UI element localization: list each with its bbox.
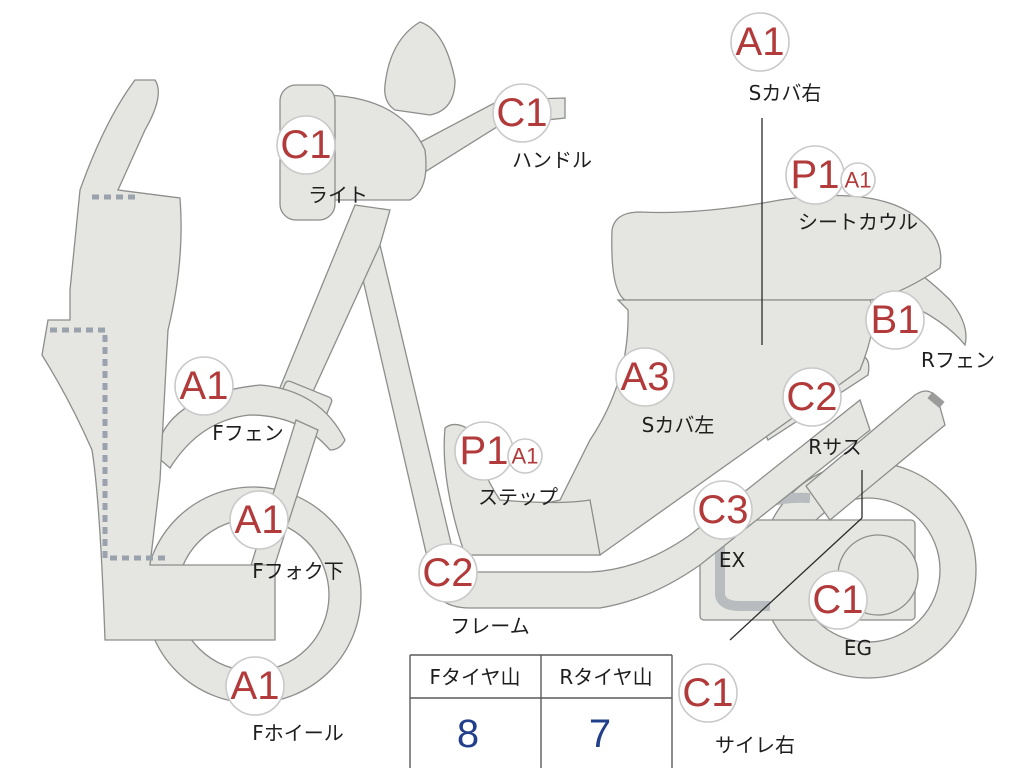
label-exhaust: EX — [719, 548, 746, 572]
label-side-cover-right: Sカバ右 — [749, 81, 822, 105]
grade-badge-exhaust: C3 — [693, 480, 753, 540]
grade-text-front-fender: A1 — [180, 364, 229, 408]
grade-text-front-fork-lower: A1 — [235, 498, 284, 542]
grade-text-seat-cowl: P1 — [791, 153, 840, 197]
grade-text-step-secondary: A1 — [512, 444, 539, 469]
label-rear-suspension: Rサス — [808, 435, 862, 459]
label-rear-fender: Rフェン — [921, 348, 995, 372]
grade-text-rear-suspension: C2 — [786, 375, 837, 419]
grade-text-step: P1 — [460, 429, 509, 473]
grade-badge-rear-fender: B1 — [865, 290, 925, 350]
tread-table: Fタイヤ山 Rタイヤ山 8 7 — [409, 654, 673, 768]
grade-text-side-cover-right: A1 — [736, 20, 785, 64]
rear-tread-value: 7 — [589, 712, 611, 756]
grade-badge-front-fender: A1 — [174, 356, 234, 416]
grade-badge-light: C1 — [276, 115, 336, 175]
part-labels: ライト ハンドル Sカバ右 シートカウル Rフェン Fフェン Sカバ左 ステップ… — [212, 81, 995, 757]
grade-badge-muffler-right: C1 — [678, 663, 738, 723]
grade-text-front-wheel: A1 — [231, 664, 280, 708]
front-tread-value: 8 — [457, 712, 479, 756]
grade-badge-seat-cowl: P1 A1 — [785, 145, 876, 205]
label-light: ライト — [308, 183, 368, 207]
grade-badge-side-cover-right: A1 — [730, 12, 790, 72]
label-front-wheel: Fホイール — [252, 721, 344, 745]
grade-badge-side-cover-left: A3 — [615, 347, 675, 407]
grade-badge-front-fork-lower: A1 — [229, 490, 289, 550]
leader-muffler-right-diagonal — [729, 517, 863, 641]
label-muffler-right: サイレ右 — [715, 733, 795, 757]
grade-text-side-cover-left: A3 — [621, 355, 670, 399]
label-front-fender: Fフェン — [212, 421, 284, 445]
grade-text-muffler-right: C1 — [682, 671, 733, 715]
grade-badge-frame: C2 — [418, 543, 478, 603]
grade-badge-engine: C1 — [808, 570, 868, 630]
grade-badge-step: P1 A1 — [454, 421, 543, 481]
front-tread-header: Fタイヤ山 — [430, 665, 521, 689]
label-engine: EG — [844, 636, 872, 660]
grade-text-seat-cowl-secondary: A1 — [845, 168, 872, 193]
grade-badge-rear-suspension: C2 — [782, 367, 842, 427]
grade-badge-handle: C1 — [492, 83, 552, 143]
label-handle: ハンドル — [512, 148, 592, 172]
label-front-fork-lower: Fフォク下 — [252, 559, 344, 583]
label-step: ステップ — [478, 485, 558, 509]
label-side-cover-left: Sカバ左 — [642, 413, 715, 437]
grade-badge-front-wheel: A1 — [225, 656, 285, 716]
label-frame: フレーム — [450, 614, 529, 638]
grade-text-light: C1 — [280, 123, 331, 167]
grade-text-engine: C1 — [812, 578, 863, 622]
leader-lines — [729, 118, 863, 641]
grade-text-rear-fender: B1 — [871, 298, 920, 342]
label-seat-cowl: シートカウル — [798, 210, 918, 234]
grade-text-handle: C1 — [496, 91, 547, 135]
grade-text-frame: C2 — [422, 551, 473, 595]
rear-tread-header: Rタイヤ山 — [559, 665, 652, 689]
grade-text-exhaust: C3 — [697, 488, 748, 532]
